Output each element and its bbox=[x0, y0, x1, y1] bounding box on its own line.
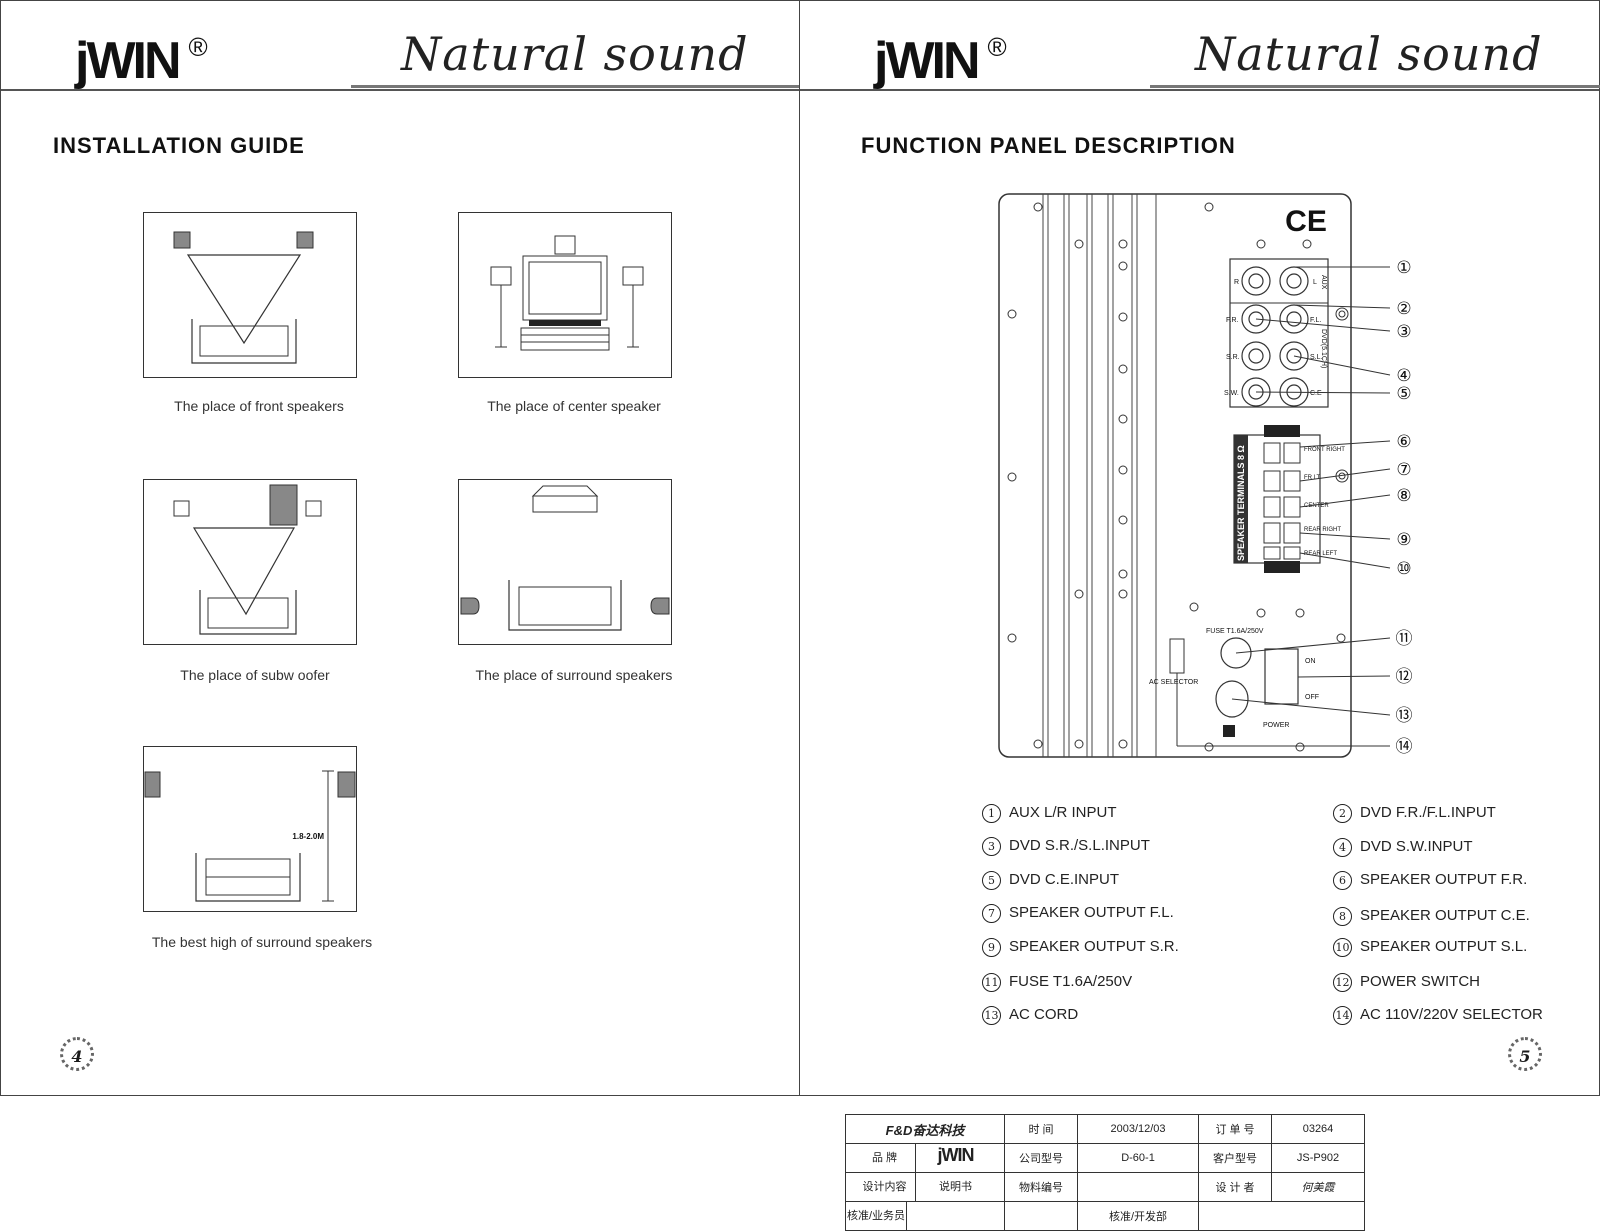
brand-logo: jWIN® bbox=[874, 32, 1007, 90]
tagline-rule bbox=[1150, 85, 1600, 88]
function-panel-diagram: CE R L F.R. F.L. S.R. S.L. S.W. C.E AUX … bbox=[998, 193, 1413, 758]
tagline: Natural sound bbox=[401, 27, 749, 81]
callout-7: ⑦ bbox=[1396, 460, 1411, 480]
surround-speakers-diagram bbox=[458, 479, 672, 645]
header-rule bbox=[1, 89, 799, 91]
brand-logo: jWIN® bbox=[75, 32, 208, 90]
subwoofer-diagram bbox=[143, 479, 357, 645]
svg-text:FRONT RIGHT: FRONT RIGHT bbox=[1304, 447, 1345, 453]
callout-14: ⑭ bbox=[1396, 737, 1413, 757]
svg-text:F.R.: F.R. bbox=[1226, 317, 1239, 324]
callout-6: ⑥ bbox=[1396, 432, 1411, 452]
callout-1: ① bbox=[1396, 258, 1411, 278]
caption-height: The best high of surround speakers bbox=[151, 934, 373, 950]
svg-text:AUX: AUX bbox=[1320, 275, 1327, 290]
callout-2: ② bbox=[1396, 299, 1411, 319]
svg-text:FR LT.: FR LT. bbox=[1304, 475, 1322, 481]
caption-surround: The place of surround speakers bbox=[475, 667, 673, 683]
svg-text:S.R.: S.R. bbox=[1226, 354, 1240, 361]
callout-13: ⑬ bbox=[1396, 706, 1413, 726]
caption-front: The place of front speakers bbox=[174, 398, 344, 414]
front-speakers-diagram bbox=[143, 212, 357, 378]
callout-3: ③ bbox=[1396, 322, 1411, 342]
page-number: 4 bbox=[60, 1037, 94, 1071]
center-speaker-diagram bbox=[458, 212, 672, 378]
svg-text:S.W.: S.W. bbox=[1224, 390, 1239, 397]
header-rule bbox=[800, 89, 1599, 91]
svg-text:ON: ON bbox=[1305, 658, 1316, 665]
callout-11: ⑪ bbox=[1396, 629, 1413, 649]
callout-numbers: ① ② ③ ④ ⑤ ⑥ ⑦ ⑧ ⑨ ⑩ ⑪ ⑫ ⑬ ⑭ bbox=[1396, 258, 1413, 757]
svg-text:DVD(5.1CH): DVD(5.1CH) bbox=[1320, 329, 1327, 368]
tagline: Natural sound bbox=[1195, 27, 1543, 81]
callout-4: ④ bbox=[1396, 366, 1411, 386]
right-page: jWIN® Natural sound FUNCTION PANEL DESCR… bbox=[799, 0, 1600, 1096]
svg-text:POWER: POWER bbox=[1263, 722, 1289, 729]
caption-subwoofer: The place of subw oofer bbox=[180, 667, 330, 683]
svg-text:L: L bbox=[1313, 279, 1317, 286]
svg-text:CENTER: CENTER bbox=[1304, 503, 1329, 509]
caption-center: The place of center speaker bbox=[487, 398, 661, 414]
left-page: jWIN® Natural sound INSTALLATION GUIDE T… bbox=[0, 0, 800, 1096]
page-number: 5 bbox=[1508, 1037, 1542, 1071]
height-label: 1.8-2.0M bbox=[292, 832, 324, 841]
svg-text:REAR RIGHT: REAR RIGHT bbox=[1304, 527, 1341, 533]
svg-text:AC SELECTOR: AC SELECTOR bbox=[1149, 679, 1198, 686]
svg-text:SPEAKER TERMINALS 8 Ω: SPEAKER TERMINALS 8 Ω bbox=[1236, 445, 1246, 561]
svg-text:S.L.: S.L. bbox=[1310, 354, 1323, 361]
svg-text:OFF: OFF bbox=[1305, 694, 1319, 701]
page-title: INSTALLATION GUIDE bbox=[53, 133, 305, 158]
callout-9: ⑨ bbox=[1396, 530, 1411, 550]
ce-mark: CE bbox=[1285, 205, 1327, 238]
svg-text:R: R bbox=[1234, 279, 1239, 286]
callout-8: ⑧ bbox=[1396, 486, 1411, 506]
callout-10: ⑩ bbox=[1396, 559, 1411, 579]
page-title: FUNCTION PANEL DESCRIPTION bbox=[861, 133, 1236, 158]
company-logo: F&D奋达科技 bbox=[845, 1114, 1005, 1144]
tagline-rule bbox=[351, 85, 800, 88]
svg-text:FUSE T1.6A/250V: FUSE T1.6A/250V bbox=[1206, 628, 1264, 635]
svg-text:C.E: C.E bbox=[1310, 390, 1322, 397]
surround-height-diagram: 1.8-2.0M bbox=[143, 746, 357, 912]
callout-12: ⑫ bbox=[1396, 667, 1413, 687]
svg-text:F.L.: F.L. bbox=[1310, 317, 1321, 324]
svg-text:REAR LEFT: REAR LEFT bbox=[1304, 551, 1337, 557]
callout-5: ⑤ bbox=[1396, 384, 1411, 404]
